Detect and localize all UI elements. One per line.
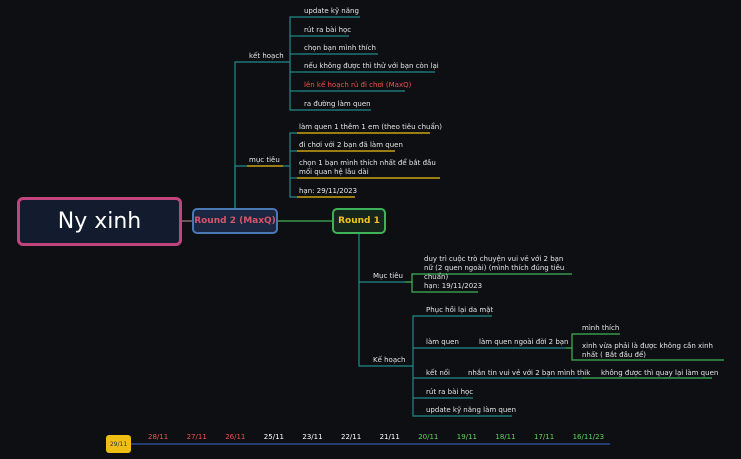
round1-update[interactable]: update kỹ năng làm quen — [426, 406, 517, 414]
round2-ke-hoach-label[interactable]: kết hoạch — [249, 52, 284, 60]
round1-muc-tieu-item-0[interactable]: duy trì cuộc trò chuyện vui vẻ với 2 bạn… — [424, 255, 565, 281]
round1-phuc-hoi[interactable]: Phục hồi lại da mặt — [426, 306, 494, 314]
round2-ke-hoach-item-1[interactable]: rút ra bài học — [304, 26, 352, 34]
timeline-date[interactable]: 17/11 — [534, 433, 555, 441]
round2-ke-hoach-item-0[interactable]: update kỹ năng — [304, 7, 359, 15]
round1-muc-tieu-label[interactable]: Mục tiêu — [373, 272, 403, 280]
round1-lam-quen-sub-1[interactable]: xinh vừa phải là được không cần xinh nhấ… — [582, 342, 713, 359]
timeline-date[interactable]: 28/11 — [148, 433, 169, 441]
round1-lam-quen-sub-0[interactable]: mình thích — [582, 324, 620, 332]
timeline-date[interactable]: 19/11 — [456, 433, 477, 441]
timeline-active-date[interactable]: 29/11 — [106, 435, 131, 453]
round1-lam-quen-label[interactable]: làm quen — [426, 338, 459, 346]
round2-muc-tieu-label[interactable]: mục tiêu — [249, 156, 280, 164]
round2-ke-hoach-item-4[interactable]: lên kế hoạch rủ đi chơi (MaxQ) — [304, 81, 412, 89]
round1-lam-quen-child[interactable]: làm quen ngoài đời 2 bạn — [479, 338, 569, 346]
round1-ket-noi-child[interactable]: nhắn tin vui vẻ với 2 bạn mình thik — [468, 369, 591, 377]
timeline-date[interactable]: 18/11 — [495, 433, 516, 441]
round1-ket-noi-label[interactable]: kết nối — [426, 369, 450, 377]
timeline-date[interactable]: 23/11 — [302, 433, 323, 441]
timeline-date[interactable]: 21/11 — [379, 433, 400, 441]
round2-muc-tieu-item-2[interactable]: chọn 1 bạn mình thích nhất để bắt đầu mố… — [299, 159, 436, 176]
timeline-date[interactable]: 25/11 — [263, 433, 284, 441]
timeline-date[interactable]: 26/11 — [225, 433, 246, 441]
round2-muc-tieu-item-3[interactable]: hạn: 29/11/2023 — [299, 187, 358, 195]
round2-ke-hoach-item-2[interactable]: chọn bạn mình thích — [304, 44, 376, 52]
round2-ke-hoach-item-5[interactable]: ra đường làm quen — [304, 100, 371, 108]
round2-muc-tieu-item-0[interactable]: làm quen 1 thêm 1 em (theo tiêu chuẩn) — [299, 123, 442, 131]
round2-ke-hoach-item-3[interactable]: nếu không được thì thử với bạn còn lại — [304, 62, 439, 70]
timeline-date[interactable]: 22/11 — [341, 433, 362, 441]
round1-rut-ra[interactable]: rút ra bài học — [426, 388, 474, 396]
root-node[interactable]: Ny xinh — [17, 197, 182, 246]
timeline-date[interactable]: 20/11 — [418, 433, 439, 441]
timeline-date[interactable]: 27/11 — [186, 433, 207, 441]
round2-muc-tieu-item-1[interactable]: đi chơi với 2 bạn đã làm quen — [299, 141, 403, 149]
round1-node[interactable]: Round 1 — [332, 208, 386, 234]
round1-ke-hoach-label[interactable]: Kế hoạch — [373, 356, 406, 364]
timeline-date[interactable]: 16/11/23 — [572, 433, 605, 441]
round2-node[interactable]: Round 2 (MaxQ) — [192, 208, 278, 234]
round1-muc-tieu-item-1[interactable]: hạn: 19/11/2023 — [424, 282, 483, 290]
round1-ket-noi-sub[interactable]: không được thì quay lại làm quen — [601, 369, 719, 377]
